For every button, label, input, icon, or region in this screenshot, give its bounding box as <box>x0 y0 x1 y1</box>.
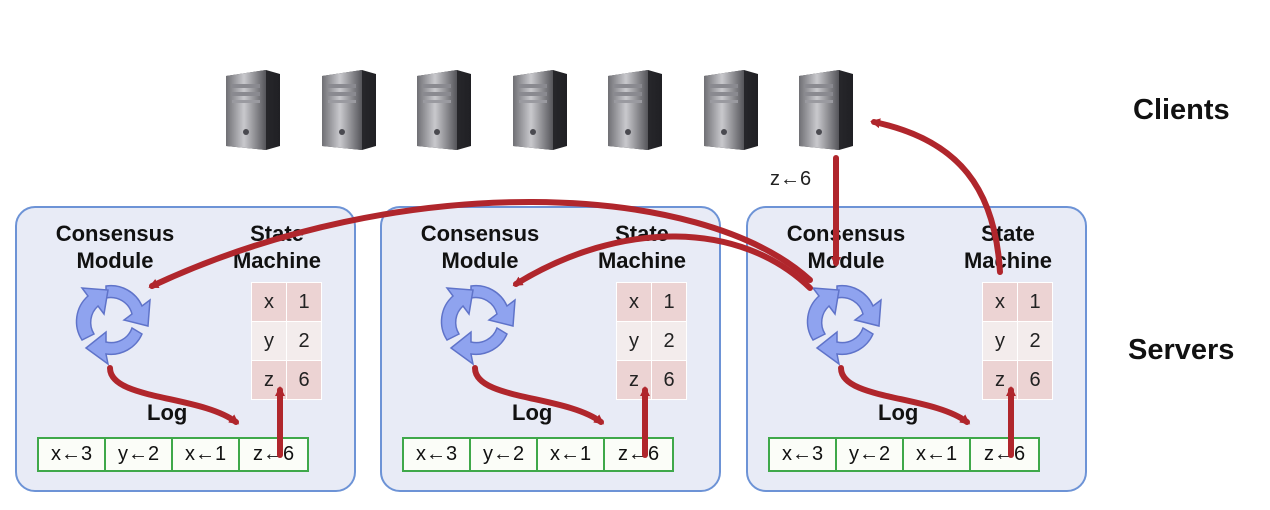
log-entries: x←3 y←2 x←1 z←6 <box>37 437 309 472</box>
consensus-module-title: Consensus Module <box>786 221 906 273</box>
state-val: 1 <box>651 282 687 322</box>
log-entry: x←1 <box>538 439 605 470</box>
log-entry: y←2 <box>471 439 538 470</box>
consensus-cycle-icon <box>75 284 151 365</box>
log-entry: x←3 <box>39 439 106 470</box>
servers-label: Servers <box>1128 334 1235 366</box>
consensus-cycle-icon <box>806 284 882 365</box>
state-val: 6 <box>1017 360 1053 400</box>
state-val: 2 <box>286 321 322 361</box>
consensus-to-log-arrow <box>838 365 971 425</box>
log-entry: y←2 <box>837 439 904 470</box>
log-entry: z←6 <box>617 443 660 465</box>
state-val: 1 <box>1017 282 1053 322</box>
consensus-module-title: Consensus Module <box>55 221 175 273</box>
clients-label: Clients <box>1133 94 1230 126</box>
server-tower-icon <box>226 70 280 150</box>
client-command-label: z←6 <box>770 168 812 190</box>
state-val: 1 <box>286 282 322 322</box>
state-var: y <box>616 321 652 361</box>
state-machine-title: State Machine <box>597 221 687 273</box>
state-var: x <box>616 282 652 322</box>
state-var: x <box>982 282 1018 322</box>
state-var: y <box>982 321 1018 361</box>
consensus-cycle-icon <box>440 284 516 365</box>
state-val: 6 <box>286 360 322 400</box>
server-tower-icon <box>321 70 376 150</box>
log-entry: x←3 <box>770 439 837 470</box>
log-entry: x←3 <box>404 439 471 470</box>
log-entry: x←1 <box>173 439 240 470</box>
replication-arrow-server-1 <box>148 199 813 289</box>
consensus-to-log-arrow <box>472 365 605 425</box>
consensus-module-title: Consensus Module <box>420 221 540 273</box>
server-tower-icon <box>799 70 853 150</box>
server-tower-icon <box>703 70 758 150</box>
server-tower-icon <box>608 70 662 150</box>
server-tower-icon <box>512 70 567 150</box>
log-entries: x←3 y←2 x←1 z←6 <box>402 437 674 472</box>
log-entry: y←2 <box>106 439 173 470</box>
state-val: 6 <box>651 360 687 400</box>
state-val: 2 <box>651 321 687 361</box>
replication-arrow-server-2 <box>512 233 813 291</box>
log-entry: z←6 <box>252 443 295 465</box>
log-entry: z←6 <box>983 443 1026 465</box>
log-entries: x←3 y←2 x←1 z←6 <box>768 437 1040 472</box>
log-entry: x←1 <box>904 439 971 470</box>
consensus-to-log-arrow <box>107 365 240 425</box>
server-tower-icon <box>417 70 471 150</box>
client-reply-arrow <box>870 118 1003 275</box>
